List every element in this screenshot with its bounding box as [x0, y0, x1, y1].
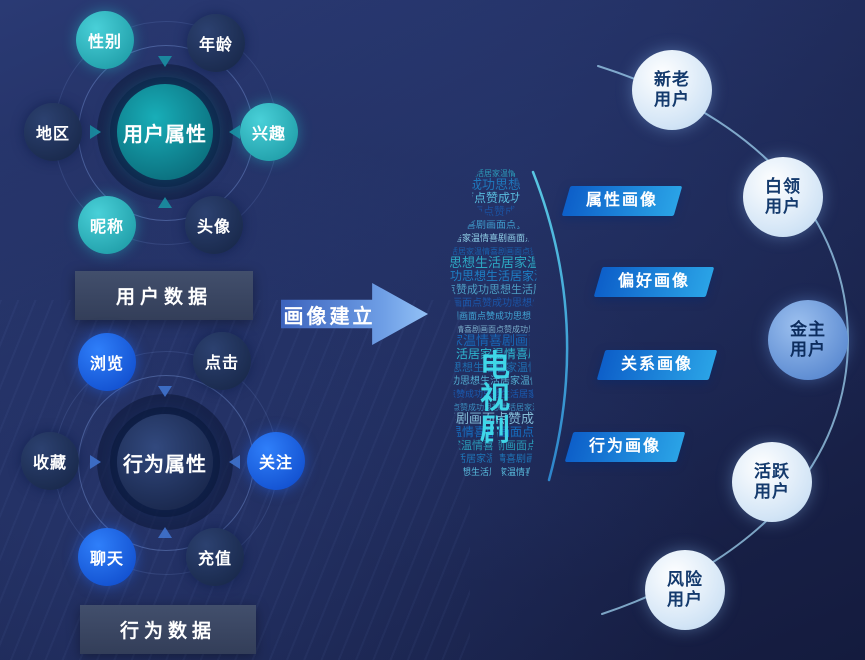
segment-active-users: 活跃 用户	[732, 442, 812, 522]
tag-attribute-profile: 属性画像	[561, 186, 683, 216]
satellite-browse: 浏览	[78, 333, 136, 391]
svg-text:喜剧画面点赞成功思想生活居家: 喜剧画面点赞成功思想生活居家	[441, 310, 559, 321]
user-data-label-box: 用户数据	[75, 271, 253, 320]
svg-text:电: 电	[480, 350, 510, 383]
svg-text:温情喜剧画面点赞成功思想生活: 温情喜剧画面点赞成功思想生活	[450, 424, 559, 439]
svg-text:喜剧画面点赞成功思想生活居家: 喜剧画面点赞成功思想生活居家	[443, 411, 559, 426]
inward-arrow-icon	[158, 197, 172, 208]
satellite-age: 年龄	[187, 14, 245, 72]
satellite-interest: 兴趣	[240, 103, 298, 161]
svg-text:生活居家温情喜剧画面点赞成功: 生活居家温情喜剧画面点赞成功	[446, 452, 559, 465]
satellite-click: 点击	[193, 332, 251, 390]
segment-white-collar-users: 白领 用户	[743, 157, 823, 237]
wordcloud-person: 成功思想生活居家温情喜剧画面点赞成功思想生活居家温情喜剧画面点赞成功思想生活居家…	[436, 168, 559, 477]
svg-text:视: 视	[480, 382, 510, 415]
profile-arc	[531, 170, 569, 482]
svg-text:喜剧画面点赞成功思想生活居家: 喜剧画面点赞成功思想生活居家	[439, 204, 559, 218]
svg-text:成功思想生活居家温情喜剧画面: 成功思想生活居家温情喜剧画面	[440, 374, 559, 387]
profile-building-arrow-label: 画像建立	[283, 305, 376, 328]
svg-text:成功思想生活居家温情喜剧画面: 成功思想生活居家温情喜剧画面	[436, 168, 548, 178]
satellite-favorite: 收藏	[21, 432, 79, 490]
svg-text:生活居家温情喜剧画面点赞成功: 生活居家温情喜剧画面点赞成功	[444, 346, 559, 361]
behavior-data-label-box: 行为数据	[80, 605, 256, 654]
segment-paying-users: 金主 用户	[768, 300, 848, 380]
satellite-nickname: 昵称	[78, 196, 136, 254]
svg-text:成功思想生活居家温情喜剧画面: 成功思想生活居家温情喜剧画面	[438, 268, 559, 283]
user-attributes-hub: 用户属性	[117, 84, 213, 180]
wordcloud-text-group: 成功思想生活居家温情喜剧画面点赞成功思想生活居家温情喜剧画面点赞成功思想生活居家…	[436, 168, 559, 477]
segments-arc	[597, 65, 850, 615]
inward-arrow-icon	[90, 455, 101, 469]
inward-arrow-icon	[229, 455, 240, 469]
svg-text:剧: 剧	[480, 414, 510, 447]
svg-text:画面点赞成功思想生活居家温情: 画面点赞成功思想生活居家温情	[436, 402, 548, 412]
satellite-avatar: 头像	[185, 196, 243, 254]
inward-arrow-icon	[158, 56, 172, 67]
svg-text:画面点赞成功思想生活居家温情: 画面点赞成功思想生活居家温情	[452, 296, 559, 309]
svg-text:温情喜剧画面点赞成功思想生活: 温情喜剧画面点赞成功思想生活	[448, 324, 559, 334]
segment-new-old-users: 新老 用户	[632, 50, 712, 130]
satellite-chat: 聊天	[78, 528, 136, 586]
satellite-recharge: 充值	[186, 528, 244, 586]
inward-arrow-icon	[229, 125, 240, 139]
satellite-gender: 性别	[76, 11, 134, 69]
segment-risk-users: 风险 用户	[645, 550, 725, 630]
satellite-region: 地区	[24, 103, 82, 161]
tag-relationship-profile: 关系画像	[596, 350, 718, 380]
tag-behavior-profile: 行为画像	[564, 432, 686, 462]
svg-text:画面点赞成功思想生活居家温情: 画面点赞成功思想生活居家温情	[450, 190, 559, 205]
tag-preference-profile: 偏好画像	[593, 267, 715, 297]
inward-arrow-icon	[158, 386, 172, 397]
behavior-attributes-hub: 行为属性	[117, 414, 213, 510]
satellite-follow: 关注	[247, 432, 305, 490]
inward-arrow-icon	[158, 527, 172, 538]
svg-text:温情喜剧画面点赞成功思想生活: 温情喜剧画面点赞成功思想生活	[446, 218, 559, 231]
inward-arrow-icon	[90, 125, 101, 139]
svg-text:生活居家温情喜剧画面点赞成功: 生活居家温情喜剧画面点赞成功	[442, 246, 554, 256]
